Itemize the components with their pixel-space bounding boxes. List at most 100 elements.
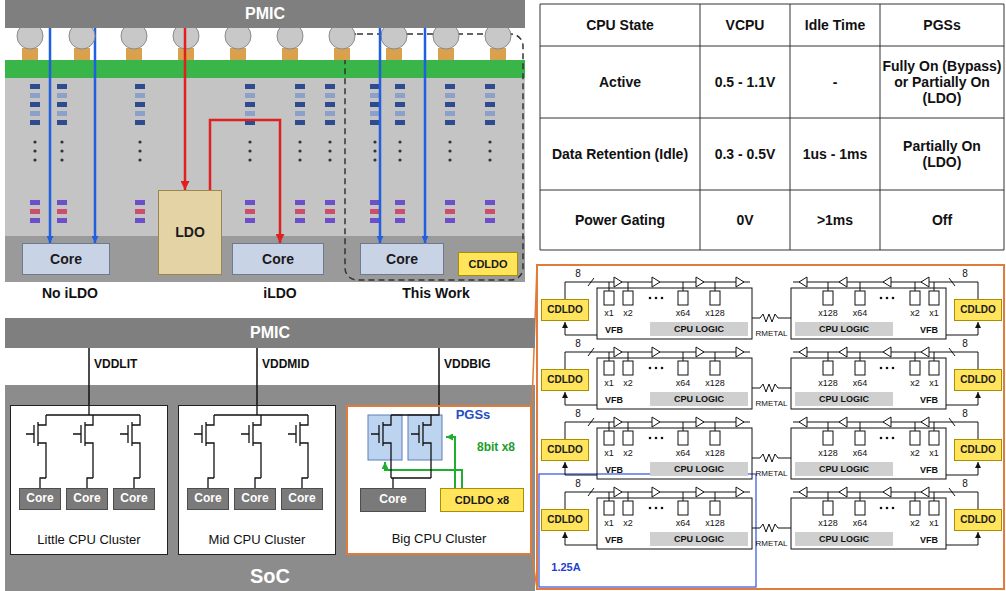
via-stack [370, 111, 380, 116]
node-text: Core [262, 251, 294, 267]
via-stack [325, 84, 335, 89]
ellipsis-dot [661, 437, 664, 440]
buffer-symbol [839, 487, 847, 497]
via-stack [445, 93, 455, 98]
cpu-logic-bar [650, 462, 748, 476]
switch-symbol [823, 361, 833, 375]
section-label: No iLDO [15, 284, 125, 302]
copper-pad [386, 48, 402, 60]
copper-pad [22, 48, 38, 60]
switch-size-label: x2 [620, 517, 636, 529]
cdldo-block: CDLDO [458, 252, 518, 276]
switch-symbol [823, 431, 833, 445]
cdldo-block: CDLDO [541, 369, 589, 391]
via-stack [395, 111, 405, 116]
supply-wire [46, 405, 439, 488]
via-stack [325, 200, 335, 205]
table-rule [700, 4, 701, 250]
buffer-symbol [696, 347, 704, 357]
via-stack [135, 209, 145, 214]
die-layer [5, 236, 525, 282]
gate-wire [609, 492, 610, 501]
via-stack [370, 102, 380, 107]
via-stack [245, 111, 255, 116]
via-stack [295, 84, 305, 89]
buffer-symbol [696, 487, 704, 497]
bus-width-label: 8 [572, 478, 584, 490]
core-block: Core [22, 243, 110, 275]
via-stack [445, 102, 455, 107]
via-dots [298, 158, 301, 161]
cdldo-block: CDLDO [541, 439, 589, 461]
connector [379, 28, 382, 243]
feedback-wire [565, 532, 597, 545]
cluster-ground [346, 405, 532, 555]
via-dots [373, 140, 376, 143]
driver-unit [597, 428, 752, 479]
switch-size-label: x2 [620, 377, 636, 389]
ellipsis-dot [892, 297, 895, 300]
buffer-symbol [799, 277, 807, 287]
via-dots [138, 140, 141, 143]
buffer-symbol [696, 277, 704, 287]
buffer-symbol [736, 347, 744, 357]
ellipsis-dot [886, 297, 889, 300]
switch-size-label: x1 [601, 377, 617, 389]
cluster-ground [178, 405, 336, 555]
gate-wire [860, 492, 861, 501]
supply-wire [40, 478, 46, 488]
resistor-label: RMETAL [752, 328, 791, 339]
table-rule [880, 4, 881, 250]
via-stack [57, 200, 67, 205]
via-dots [328, 158, 331, 161]
gate-wire [828, 282, 829, 291]
gate-wire [609, 422, 610, 431]
buffer-symbol [883, 347, 891, 357]
feedback-wire [565, 322, 597, 335]
buffer-symbol [883, 417, 891, 427]
via-stack [485, 93, 495, 98]
via-stack [135, 111, 145, 116]
buffer-symbol [839, 277, 847, 287]
switch-symbol [604, 431, 614, 445]
switch-size-label: x128 [815, 377, 841, 389]
switch-size-label: x64 [849, 517, 871, 529]
node-text: CDLDO [960, 304, 996, 316]
copper-pad [334, 48, 350, 60]
connector [184, 28, 187, 190]
via-dots [298, 140, 301, 143]
via-stack [370, 209, 380, 214]
node-text: Mid CPU Cluster [209, 533, 306, 548]
via-stack [325, 209, 335, 214]
via-stack [57, 102, 67, 107]
gate-wire [934, 422, 935, 431]
gate-wire [609, 282, 610, 291]
via-stack [445, 120, 455, 125]
buffer-symbol [736, 417, 744, 427]
via-dots [398, 149, 401, 152]
via-stack [370, 120, 380, 125]
via-stack [135, 84, 145, 89]
driver-unit [791, 498, 946, 549]
transistor-symbol [73, 415, 93, 478]
power-gate-box [408, 415, 442, 460]
table-cell: Off [882, 192, 1002, 248]
via-stack [295, 209, 305, 214]
switch-symbol [604, 501, 614, 515]
gate-wire [715, 492, 716, 501]
node-text: CDLDO [960, 444, 996, 456]
feedback-signal-label: VFB [916, 534, 942, 546]
via-stack [395, 218, 405, 223]
bus-slash [949, 418, 955, 426]
table-rule [540, 190, 1004, 191]
gate-wire [683, 352, 684, 361]
switch-size-label: x2 [620, 307, 636, 319]
table-cell: Fully On (Bypass) or Partially On (LDO) [882, 48, 1002, 116]
cdldo-block: CDLDO x8 [440, 488, 524, 512]
via-stack [485, 209, 495, 214]
generated-strokes [17, 4, 1004, 549]
switch-size-label: x128 [702, 377, 728, 389]
via-dots [60, 149, 63, 152]
cdldo-block: CDLDO [541, 509, 589, 531]
switch-symbol [710, 291, 720, 305]
